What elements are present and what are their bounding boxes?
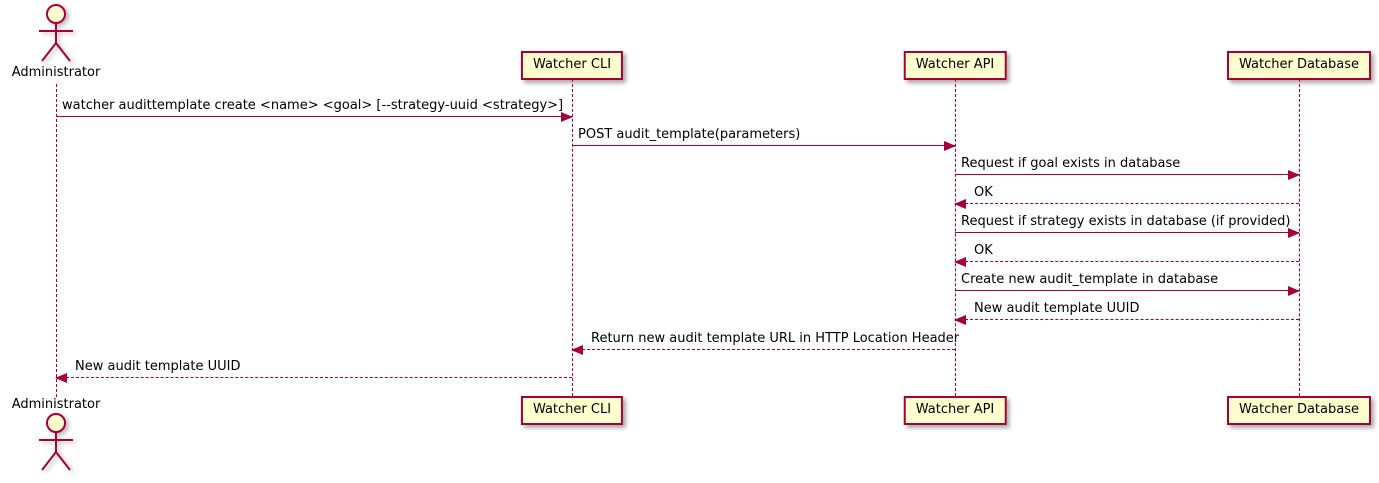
arrow-line [571, 345, 955, 355]
message-label: Create new audit_template in database [961, 272, 1219, 287]
actor-icon-administrator-top [39, 4, 73, 62]
arrow-line [955, 228, 1300, 238]
arrow-line [55, 373, 572, 383]
message-new-uuid-from-db: New audit template UUID [954, 300, 1299, 325]
arrow-line [955, 170, 1300, 180]
message-label: Request if goal exists in database [961, 156, 1181, 171]
message-ok-goal: OK [954, 184, 1299, 209]
arrow-line [56, 112, 573, 122]
participant-watcher-database-top: Watcher Database [1227, 51, 1371, 80]
participant-watcher-cli-bottom: Watcher CLI [520, 396, 624, 425]
arrow-line [572, 141, 956, 151]
message-create-in-database: Create new audit_template in database [955, 271, 1300, 296]
message-label: OK [974, 243, 993, 258]
actor-icon-administrator-bottom [39, 413, 73, 471]
participant-watcher-database-bottom: Watcher Database [1227, 396, 1371, 425]
actor-label-administrator-top: Administrator [11, 65, 101, 80]
message-new-uuid-to-admin: New audit template UUID [55, 358, 572, 383]
arrow-line [954, 315, 1299, 325]
message-label: OK [974, 185, 993, 200]
message-label: Return new audit template URL in HTTP Lo… [591, 331, 960, 346]
message-label: New audit template UUID [75, 359, 241, 374]
message-create-audittemplate: watcher audittemplate create <name> <goa… [56, 97, 573, 122]
message-ok-strategy: OK [954, 242, 1299, 267]
message-label: watcher audittemplate create <name> <goa… [62, 98, 564, 113]
lifeline-watcher-api [955, 79, 956, 396]
arrow-line [954, 257, 1299, 267]
actor-label-administrator-bottom: Administrator [11, 397, 101, 412]
participant-watcher-cli-top: Watcher CLI [520, 51, 624, 80]
message-post-audit-template: POST audit_template(parameters) [572, 126, 956, 151]
message-request-strategy-exists: Request if strategy exists in database (… [955, 213, 1300, 238]
message-label: POST audit_template(parameters) [578, 127, 801, 142]
message-label: New audit template UUID [974, 301, 1140, 316]
lifeline-administrator [56, 84, 57, 397]
message-return-url-location-header: Return new audit template URL in HTTP Lo… [571, 330, 959, 355]
arrow-line [954, 199, 1299, 209]
message-label: Request if strategy exists in database (… [961, 214, 1291, 229]
participant-watcher-api-top: Watcher API [903, 51, 1007, 80]
lifeline-watcher-cli [572, 79, 573, 396]
participant-watcher-api-bottom: Watcher API [903, 396, 1007, 425]
arrow-line [955, 286, 1300, 296]
message-request-goal-exists: Request if goal exists in database [955, 155, 1300, 180]
